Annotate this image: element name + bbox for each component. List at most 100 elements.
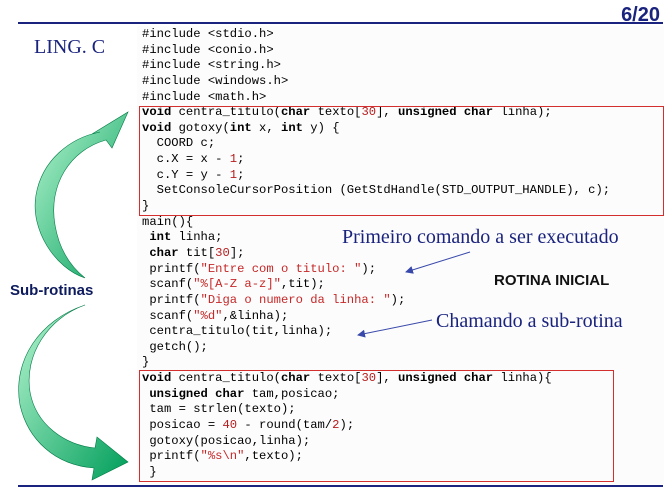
page-number: 6/20 xyxy=(621,4,660,26)
code-line: printf("Entre com o titulo: "); xyxy=(142,262,610,278)
code-token: printf( xyxy=(142,261,201,276)
code-line: main(){ xyxy=(142,215,610,231)
code-token: scanf( xyxy=(142,277,194,292)
code-token: SetConsoleCursorPosition (GetStdHandle(S… xyxy=(142,183,611,198)
code-line: unsigned char tam,posicao; xyxy=(142,387,610,403)
pointer-arrow-call xyxy=(357,319,433,338)
code-token: 30 xyxy=(215,245,230,260)
code-listing: #include <stdio.h>#include <conio.h>#inc… xyxy=(142,27,610,481)
code-token: linha; xyxy=(171,230,223,245)
code-token: ; xyxy=(237,152,245,167)
code-line: void centra_titulo(char texto[30], unsig… xyxy=(142,105,610,121)
code-token: int xyxy=(229,120,252,135)
code-token: } xyxy=(142,464,157,479)
code-token: "%[A-Z a-z]" xyxy=(193,277,281,292)
first-command-annotation: Primeiro comando a ser executado xyxy=(342,226,619,248)
code-token: } xyxy=(142,355,150,370)
code-line: void gotoxy(int x, int y) { xyxy=(142,121,610,137)
code-token: char xyxy=(280,371,311,386)
slide-title: LING. C xyxy=(34,36,106,58)
code-token: tam = strlen(texto); xyxy=(142,402,296,417)
pointer-arrow-first-command xyxy=(405,251,471,274)
code-token: linha){ xyxy=(493,371,552,386)
code-token: ); xyxy=(339,418,355,433)
top-rule xyxy=(18,22,663,24)
code-token: 40 xyxy=(222,418,238,433)
code-line: } xyxy=(142,199,610,215)
code-token: centra_titulo( xyxy=(171,371,281,386)
code-token: ); xyxy=(390,292,406,307)
code-token: centra_titulo( xyxy=(171,105,281,120)
code-line: centra_titulo(tit,linha); xyxy=(142,324,610,340)
code-token: void xyxy=(142,371,172,386)
code-token: 30 xyxy=(361,105,377,120)
code-token: texto[ xyxy=(310,105,362,120)
code-line: } xyxy=(142,355,610,371)
code-line: gotoxy(posicao,linha); xyxy=(142,434,610,450)
code-token: ,tit); xyxy=(280,277,325,292)
code-token: void xyxy=(142,120,172,135)
code-token: "%s\n" xyxy=(200,449,245,464)
code-token: ,&linha); xyxy=(222,308,289,323)
code-token: ], xyxy=(376,105,399,120)
code-line: #include <windows.h> xyxy=(142,74,610,90)
code-token: c.X = x - xyxy=(142,152,230,167)
code-token: printf( xyxy=(142,449,201,464)
code-token: #include <stdio.h> xyxy=(142,27,274,41)
code-line: printf("Diga o numero da linha: "); xyxy=(142,293,610,309)
code-token: main(){ xyxy=(142,214,194,229)
code-token: tit[ xyxy=(178,245,216,260)
code-token: c.Y = y - xyxy=(142,167,230,182)
code-token: void xyxy=(142,105,172,120)
code-token: printf( xyxy=(142,292,201,307)
code-token: #include <windows.h> xyxy=(142,73,289,88)
code-panel xyxy=(137,26,664,484)
code-token: char xyxy=(149,245,179,260)
code-token: ); xyxy=(361,261,377,276)
code-line: } xyxy=(142,465,610,481)
code-token: scanf( xyxy=(142,308,194,323)
code-token: centra_titulo(tit,linha); xyxy=(142,324,333,339)
initial-routine-label: ROTINA INICIAL xyxy=(494,272,610,289)
prototype-box xyxy=(139,106,664,216)
code-line: tam = strlen(texto); xyxy=(142,402,610,418)
code-token: y) { xyxy=(302,120,340,135)
code-line: printf("%s\n",texto); xyxy=(142,449,610,465)
code-token: linha); xyxy=(493,105,552,120)
code-line: posicao = 40 - round(tam/2); xyxy=(142,418,610,434)
code-token: x, xyxy=(251,120,281,135)
code-line: int linha; xyxy=(142,230,610,246)
code-token: ; xyxy=(237,167,245,182)
code-token: COORD c; xyxy=(142,136,216,151)
code-line: COORD c; xyxy=(142,136,610,152)
code-line: #include <math.h> xyxy=(142,90,610,106)
code-line: #include <string.h> xyxy=(142,58,610,74)
code-token: ,texto); xyxy=(244,449,303,464)
subroutines-label: Sub-rotinas xyxy=(10,282,94,299)
upper-curved-arrow-icon xyxy=(34,111,129,279)
code-token: 1 xyxy=(229,152,238,167)
code-line: scanf("%d",&linha); xyxy=(142,309,610,325)
code-token: 30 xyxy=(361,371,377,386)
code-line: #include <conio.h> xyxy=(142,43,610,59)
code-token: gotoxy( xyxy=(171,120,230,135)
code-token: tam,posicao; xyxy=(244,386,340,401)
code-token: #include <math.h> xyxy=(142,89,267,104)
bottom-rule xyxy=(18,485,663,487)
code-token: posicao = xyxy=(142,418,223,433)
code-line: c.Y = y - 1; xyxy=(142,168,610,184)
code-line: void centra_titulo(char texto[30], unsig… xyxy=(142,371,610,387)
code-token: unsigned char xyxy=(149,386,245,401)
code-line: char tit[30]; xyxy=(142,246,610,262)
code-token: "Entre com o titulo: " xyxy=(200,261,362,276)
code-line: #include <stdio.h> xyxy=(142,27,610,43)
code-token: texto[ xyxy=(310,371,362,386)
code-token: unsigned char xyxy=(398,371,494,386)
code-token: } xyxy=(142,199,150,214)
code-token: gotoxy(posicao,linha); xyxy=(142,433,311,448)
code-token: "%d" xyxy=(193,308,223,323)
code-line: getch(); xyxy=(142,340,610,356)
code-token: int xyxy=(149,230,172,245)
code-token: #include <conio.h> xyxy=(142,42,274,57)
